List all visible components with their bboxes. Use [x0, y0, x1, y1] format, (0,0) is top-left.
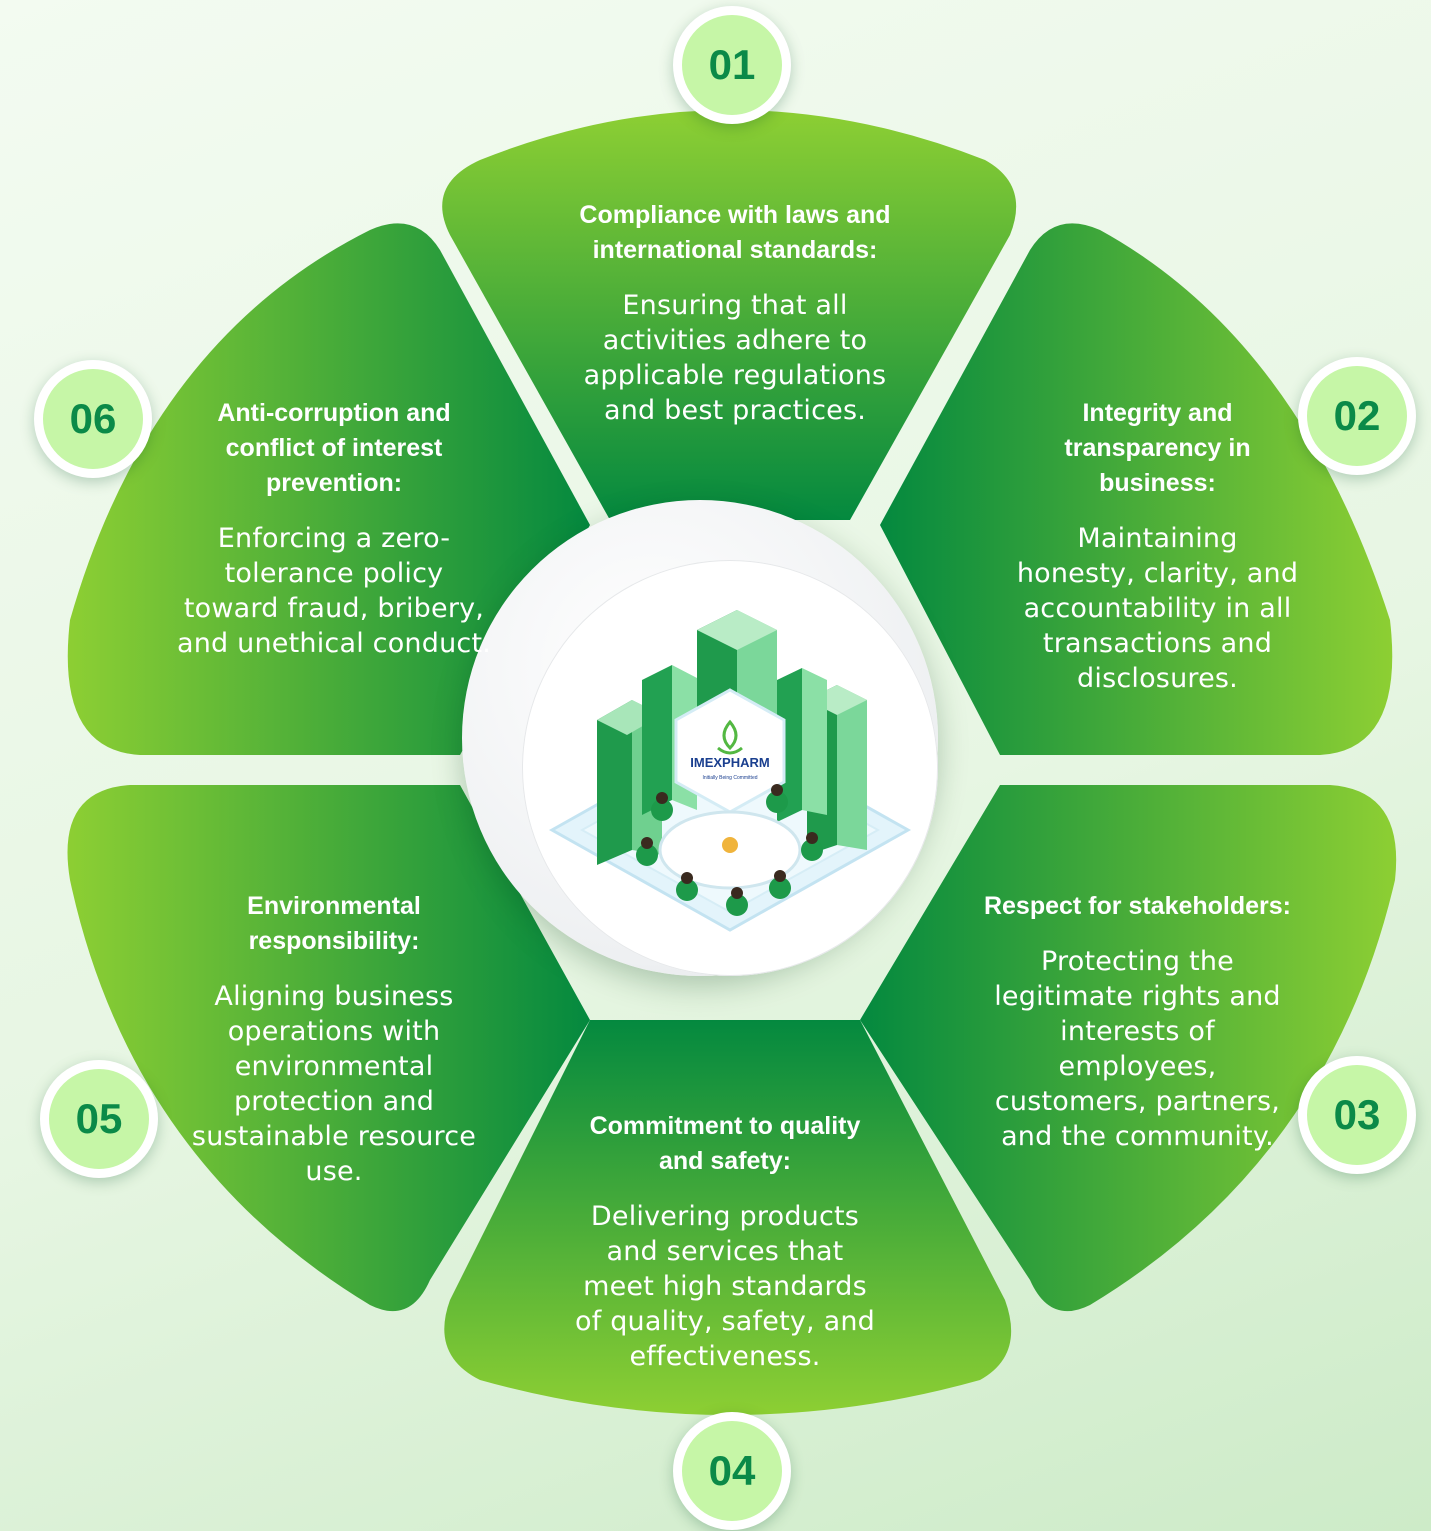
item-06-description: Enforcing a zero-tolerance policy toward…	[176, 523, 492, 659]
petal-01	[442, 110, 1017, 520]
badge-01: 01	[673, 6, 791, 124]
item-04-text: Commitment to quality and safety: Delive…	[570, 1109, 880, 1374]
badge-06: 06	[34, 360, 152, 478]
item-02-description: Maintaining honesty, clarity, and accoun…	[1016, 523, 1299, 694]
item-04-description: Delivering products and services that me…	[575, 1201, 875, 1372]
item-02-text: Integrity and transparency in business: …	[1015, 396, 1300, 696]
item-05-title: Environmental responsibility:	[247, 892, 421, 955]
petal-02	[880, 223, 1393, 756]
item-03-description: Protecting the legitimate rights and int…	[994, 946, 1281, 1152]
petal-05	[67, 785, 590, 1312]
petal-03	[860, 785, 1397, 1312]
badge-02: 02	[1298, 357, 1416, 475]
petal-06	[67, 223, 590, 756]
badge-04: 04	[673, 1412, 791, 1530]
item-02-title: Integrity and transparency in business:	[1064, 399, 1251, 497]
item-06-text: Anti-corruption and conflict of interest…	[175, 396, 493, 661]
item-03-text: Respect for stakeholders: Protecting the…	[980, 889, 1295, 1154]
item-05-text: Environmental responsibility: Aligning b…	[165, 889, 503, 1189]
item-06-title: Anti-corruption and conflict of interest…	[217, 399, 451, 497]
item-01-text: Compliance with laws and international s…	[570, 198, 900, 428]
office-illustration: IMEXPHARM Initially Being Committed	[548, 610, 912, 932]
item-01-title: Compliance with laws and international s…	[579, 201, 891, 264]
logo-text: IMEXPHARM	[690, 755, 769, 770]
logo-tagline: Initially Being Committed	[702, 775, 757, 781]
item-04-title: Commitment to quality and safety:	[589, 1112, 861, 1175]
leaf-icon	[722, 719, 738, 751]
petal-04	[444, 1020, 1012, 1415]
item-01-description: Ensuring that all activities adhere to a…	[583, 290, 887, 426]
badge-03: 03	[1298, 1056, 1416, 1174]
badge-05: 05	[40, 1060, 158, 1178]
item-05-description: Aligning business operations with enviro…	[191, 981, 477, 1187]
item-03-title: Respect for stakeholders:	[983, 892, 1292, 920]
